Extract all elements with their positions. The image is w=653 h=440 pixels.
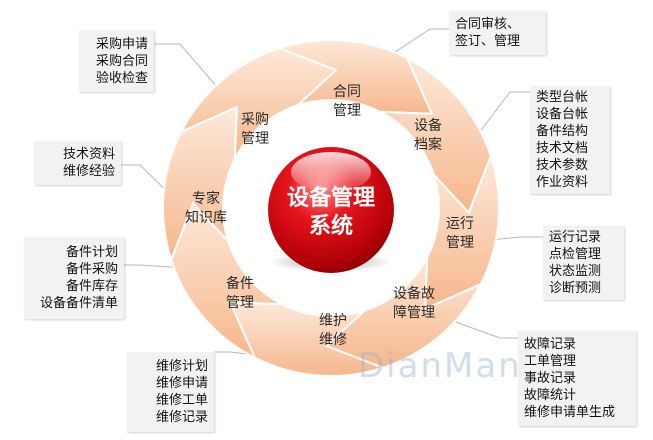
- center-title-line1: 设备管理: [287, 185, 375, 211]
- callout-fault-item: 故障记录: [524, 337, 577, 352]
- callout-operation: 运行记录点检管理状态监测诊断预测: [543, 226, 624, 300]
- segment-expert-label: 专家: [192, 190, 220, 207]
- segment-purchase-label: 管理: [241, 131, 269, 147]
- segment-contract-label: 管理: [333, 103, 361, 119]
- callout-expert-item: 技术资料: [62, 147, 115, 162]
- callout-purchase-item: 采购合同: [95, 53, 148, 69]
- callout-maintenance-item: 维修申请: [155, 376, 208, 391]
- callout-fault: 故障记录工单管理事故记录故障统计维修申请单生成: [518, 331, 636, 426]
- segment-maintenance-label: 维修: [319, 332, 347, 348]
- callout-fault-item: 故障统计: [524, 388, 577, 403]
- segment-purchase-label: 采购: [241, 112, 269, 128]
- segment-contract-label: 合同: [333, 84, 361, 100]
- callout-operation-item: 状态监测: [549, 264, 602, 279]
- connector-fault: [449, 319, 518, 339]
- callout-maintenance-item: 维修计划: [155, 359, 208, 374]
- center-title-line2: 系统: [309, 213, 353, 239]
- callout-spares-item: 备件库存: [65, 279, 118, 294]
- callout-spares-item: 设备备件清单: [39, 296, 118, 311]
- segment-fault-label: 设备故: [393, 285, 435, 302]
- callout-archive-item: 备件结构: [536, 124, 589, 139]
- callout-fault-item: 维修申请单生成: [524, 405, 616, 420]
- connector-lines: [121, 28, 543, 361]
- segment-purchase: [179, 47, 338, 160]
- callout-archive-item: 作业资料: [536, 175, 589, 190]
- connector-contract: [379, 28, 449, 63]
- segment-archive-label: 设备: [414, 117, 442, 134]
- segment-spares-label: 管理: [226, 295, 254, 311]
- callout-spares-item: 备件采购: [65, 262, 118, 277]
- callout-purchase-item: 采购申请: [95, 36, 148, 52]
- segment-operation-label: 管理: [446, 235, 474, 251]
- callout-maintenance-item: 维修记录: [155, 410, 208, 425]
- callout-contract-item: 合同审核、: [455, 17, 521, 32]
- callout-archive-item: 技术参数: [536, 158, 589, 173]
- segment-expert-label: 知识库: [185, 209, 227, 226]
- segment-operation-label: 运行: [446, 216, 474, 232]
- callout-archive: 类型台帐设备台帐备件结构技术文档技术参数作业资料: [530, 86, 610, 194]
- callout-contract-item: 签订、管理: [455, 34, 521, 49]
- callout-fault-item: 工单管理: [524, 354, 577, 369]
- segment-fault-label: 障管理: [393, 305, 435, 321]
- callout-purchase: 采购申请采购合同验收检查: [79, 30, 154, 92]
- segment-maintenance-label: 维护: [319, 313, 347, 329]
- callout-expert: 技术资料维修经验: [34, 141, 121, 185]
- segment-archive-label: 档案: [414, 136, 442, 153]
- callout-maintenance: 维修计划维修申请维修工单维修记录: [127, 352, 214, 432]
- connector-purchase: [154, 43, 231, 103]
- callout-spares-item: 备件计划: [65, 245, 118, 260]
- callout-fault-item: 事故记录: [524, 371, 577, 386]
- callout-spares: 备件计划备件采购备件库存设备备件清单: [24, 237, 124, 319]
- callout-purchase-item: 验收检查: [95, 70, 148, 86]
- center-gloss: [291, 152, 371, 192]
- callout-archive-item: 设备台帐: [536, 107, 589, 122]
- callout-contract: 合同审核、签订、管理: [449, 11, 546, 55]
- callout-archive-item: 技术文档: [536, 141, 589, 156]
- callout-maintenance-item: 维修工单: [155, 393, 208, 408]
- connector-operation: [489, 236, 543, 241]
- callout-operation-item: 点检管理: [549, 247, 602, 262]
- callout-archive-item: 类型台帐: [536, 90, 589, 105]
- callout-operation-item: 运行记录: [549, 230, 602, 245]
- callout-operation-item: 诊断预测: [549, 281, 602, 296]
- center-hub: 设备管理 系统: [268, 147, 394, 273]
- segment-spares-label: 备件: [226, 275, 254, 292]
- callout-expert-item: 维修经验: [62, 164, 115, 179]
